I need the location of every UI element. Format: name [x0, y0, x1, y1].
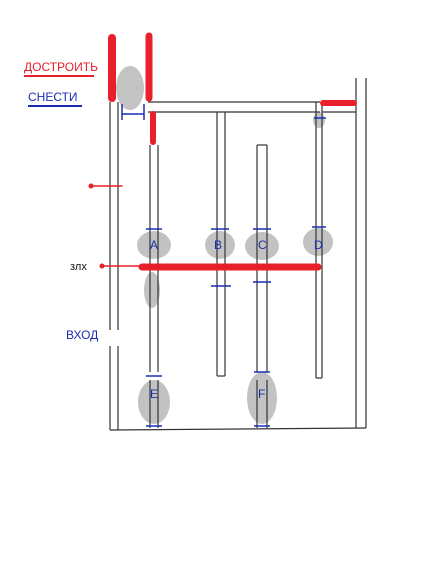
- demolish-marks: [121, 104, 326, 427]
- smudge-node-f: [247, 372, 277, 424]
- node-label-f: F: [258, 387, 265, 401]
- label-entrance: ВХОД: [66, 328, 99, 342]
- smudge-d-top: [313, 112, 325, 128]
- smudge-areas: [116, 66, 333, 424]
- smudge-node-d: [303, 228, 333, 256]
- node-label-b: B: [214, 238, 222, 252]
- node-label-d: D: [314, 238, 323, 252]
- legend-demolish-label: СНЕСТИ: [28, 90, 78, 104]
- node-label-c: C: [258, 238, 267, 252]
- label-zlh: злх: [70, 261, 87, 273]
- smudge-node-e: [138, 380, 170, 424]
- build-dot-zlh: [99, 263, 105, 269]
- build-strokes: [89, 32, 357, 271]
- legend-demolish-underline: [28, 105, 82, 107]
- wall-bottom-a: [109, 427, 367, 431]
- smudge-top-left: [116, 66, 144, 110]
- node-label-e: E: [150, 387, 158, 401]
- legend-build-label: ДОСТРОИТЬ: [24, 60, 98, 74]
- smudge-mid-left: [144, 272, 160, 308]
- node-label-a: A: [150, 238, 158, 252]
- walls: [109, 78, 367, 431]
- smudge-node-a: [137, 231, 171, 259]
- legend-build-underline: [24, 75, 94, 77]
- smudge-node-c: [245, 232, 279, 260]
- smudge-node-b: [205, 231, 235, 259]
- build-dot-left: [88, 183, 94, 189]
